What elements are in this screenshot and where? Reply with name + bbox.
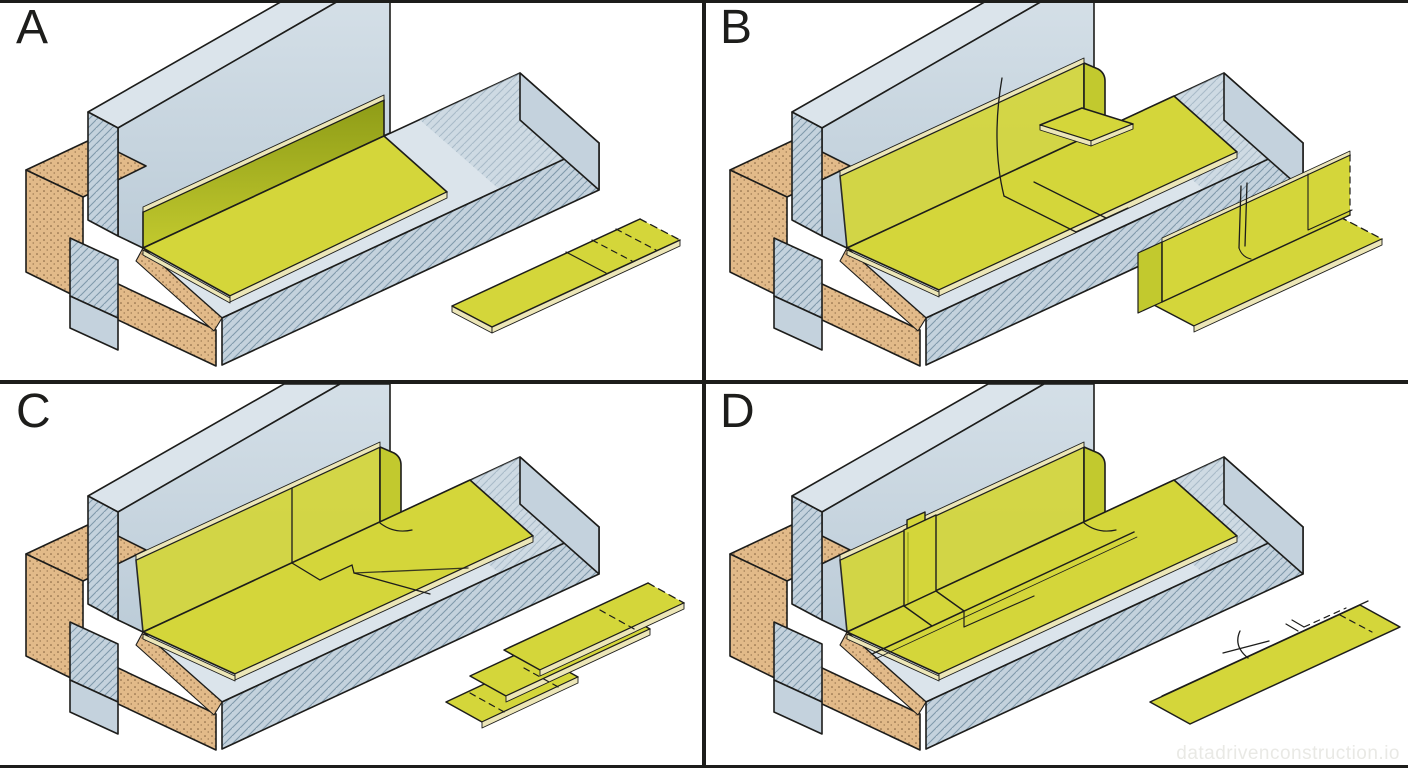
panel-label-d: D <box>720 385 756 438</box>
membrane-angle-strip <box>142 94 448 304</box>
panel-c: C <box>0 384 704 768</box>
vertical-divider <box>702 0 706 768</box>
membrane-piece-flat-strip <box>451 218 681 334</box>
isometric-detail-d <box>729 384 1401 751</box>
membrane-piece-angle <box>1137 150 1383 333</box>
corner-fold-seams <box>996 77 1129 233</box>
membrane-piece-stepped-strips <box>445 582 685 729</box>
overlap-step-seams <box>291 487 469 595</box>
panel-label-a: A <box>16 1 50 54</box>
panel-d: D <box>704 384 1408 768</box>
membrane-piece-marked-strip <box>1149 600 1401 725</box>
membrane-full-cover <box>839 57 1238 298</box>
panel-b: B <box>704 0 1408 384</box>
isometric-detail-a <box>25 0 681 367</box>
deck-lap-seam <box>871 531 1138 660</box>
panel-a: A <box>0 0 704 384</box>
panel-label-c: C <box>16 385 52 438</box>
membrane-full-cover <box>839 441 1238 682</box>
cover-strip <box>903 511 1035 628</box>
horizontal-divider <box>0 380 1408 384</box>
membrane-patch <box>1039 107 1134 147</box>
watermark-text: datadrivenconstruction.io <box>1176 743 1400 764</box>
isometric-detail-b <box>729 0 1383 367</box>
panel-label-b: B <box>720 1 754 54</box>
isometric-detail-c <box>25 384 685 751</box>
membrane-full-cover <box>135 441 534 682</box>
